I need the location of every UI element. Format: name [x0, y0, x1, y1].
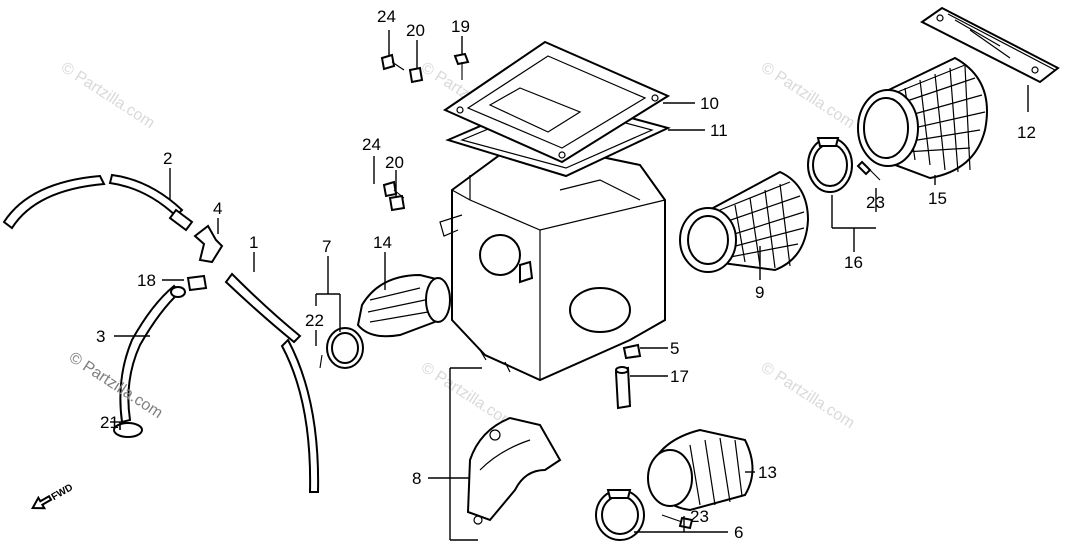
part-16-clamp-upper [807, 137, 881, 193]
part-12-bracket [920, 6, 1060, 84]
part-22-clamp [319, 327, 364, 369]
callout-2: 2 [163, 149, 172, 168]
callout-21: 21 [100, 413, 119, 432]
watermark-bottom-left: © Partzilla.com [66, 349, 166, 422]
callout-20-lower: 20 [385, 153, 404, 172]
part-10-cover [442, 40, 671, 164]
callout-14: 14 [373, 233, 392, 252]
callout-11: 11 [710, 121, 728, 140]
part-13-connecting-tube [647, 428, 754, 512]
callout-24-lower: 24 [362, 135, 381, 154]
callout-20: 20 [406, 21, 425, 40]
callout-3: 3 [96, 327, 105, 346]
part-15-filter-element [857, 56, 988, 180]
air-box-housing [439, 138, 666, 382]
fwd-arrow-icon [30, 494, 53, 510]
callout-8: 8 [412, 469, 421, 488]
callout-17: 17 [670, 367, 689, 386]
fwd-label: FWD [50, 482, 75, 503]
fwd-direction-marker: FWD [30, 482, 75, 510]
callout-labels: 24 20 19 10 11 12 2 24 20 4 1 7 14 18 22… [96, 7, 1036, 542]
leader-lines [110, 30, 1029, 541]
callout-15: 15 [928, 189, 947, 208]
callout-19: 19 [451, 17, 470, 36]
callout-22: 22 [305, 311, 324, 330]
part-9-filter-screen [679, 170, 810, 273]
callout-1: 1 [249, 233, 258, 252]
callout-7: 7 [322, 237, 331, 256]
callout-5: 5 [670, 339, 679, 358]
callout-23-lower: 23 [690, 507, 709, 526]
callout-6: 6 [734, 523, 743, 542]
part-14-intake-elbow [356, 273, 451, 338]
callout-10: 10 [700, 94, 719, 113]
callout-13: 13 [758, 463, 777, 482]
callout-24: 24 [377, 7, 396, 26]
part-6-clamp-lower [595, 489, 694, 541]
watermark: © Partzilla.com [758, 59, 858, 132]
fasteners-top [380, 52, 470, 212]
callout-16: 16 [844, 253, 863, 272]
callout-12: 12 [1017, 123, 1036, 142]
breather-hoses [2, 173, 320, 493]
drain-tube-parts [614, 343, 642, 410]
callout-18: 18 [137, 271, 156, 290]
part-8-duct [466, 416, 562, 525]
watermark: © Partzilla.com [758, 359, 858, 432]
callout-4: 4 [213, 199, 222, 218]
callout-9: 9 [755, 283, 764, 302]
callout-23: 23 [866, 193, 885, 212]
watermark: © Partzilla.com [58, 59, 158, 132]
